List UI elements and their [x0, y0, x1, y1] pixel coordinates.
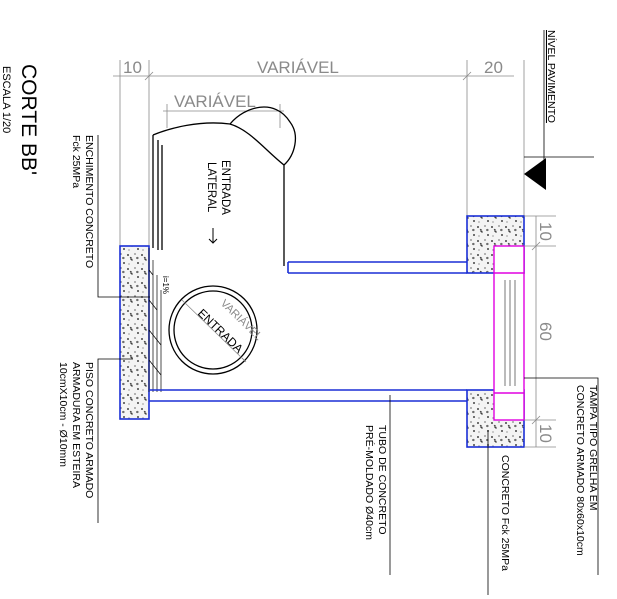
dim-grate-opening: 60 [536, 322, 555, 341]
dim-left-wall: 10 [123, 58, 142, 77]
leader-piso [97, 358, 133, 523]
label-enchimento-1: ENCHIMENTO CONCRETO [83, 135, 95, 268]
label-tampa-1: TAMPA TIPO GRELHA EM [587, 385, 599, 510]
dim-top-variable: VARIÁVEL [257, 58, 339, 77]
entry-pipe [168, 285, 258, 375]
leader-enchimento [97, 135, 150, 298]
entry-pipe-dimension [181, 299, 247, 363]
pipe-lines [149, 261, 467, 402]
dim-right-wall: 20 [484, 58, 503, 77]
lateral-pipe [152, 106, 297, 266]
label-nivel-pavimento: NÍVEL PAVIMENTO [545, 30, 558, 123]
label-piso-1: PISO CONCRETO ARMADO [83, 362, 95, 498]
label-tubo-1: TUBO DE CONCRETO [376, 425, 388, 534]
label-piso-2: ARMADURA EM ESTEIRA [70, 362, 82, 488]
right-dimension [524, 215, 556, 448]
label-slope: i=1% [161, 276, 170, 294]
top-dimension [113, 60, 525, 246]
dim-lateral-variable: VARIÁVEL [174, 92, 256, 111]
drawing-title: CORTE BB' [17, 64, 40, 175]
grate-cover [493, 245, 525, 421]
label-concreto-fck: CONCRETO Fck 25MPa [499, 455, 511, 571]
entrada-lateral-arrow [208, 228, 218, 244]
label-tampa-2: CONCRETO ARMADO 80x60x10cm [574, 385, 586, 556]
label-entrada-lateral-2: LATERAL [205, 162, 217, 213]
drawing-scale: ESCALA 1/20 [0, 66, 12, 133]
label-entrada-lateral-1: ENTRADA [219, 160, 231, 215]
label-tubo-2: PRÉ-MOLDADO Ø40cm [363, 425, 376, 540]
enchimento-fill [148, 248, 162, 392]
dim-grate-top-wall: 10 [536, 222, 555, 241]
grate-bars [504, 280, 516, 386]
lateral-pipe-dimension [163, 104, 284, 128]
leader-tampa [524, 377, 599, 575]
label-enchimento-2: Fck 25MPa [70, 135, 82, 188]
left-concrete-wall [119, 245, 150, 420]
dim-grate-bottom-wall: 10 [536, 424, 555, 443]
label-piso-3: 10cmX10cm - Ø10mm [57, 362, 69, 467]
nivel-pavimento-marker [524, 30, 594, 190]
